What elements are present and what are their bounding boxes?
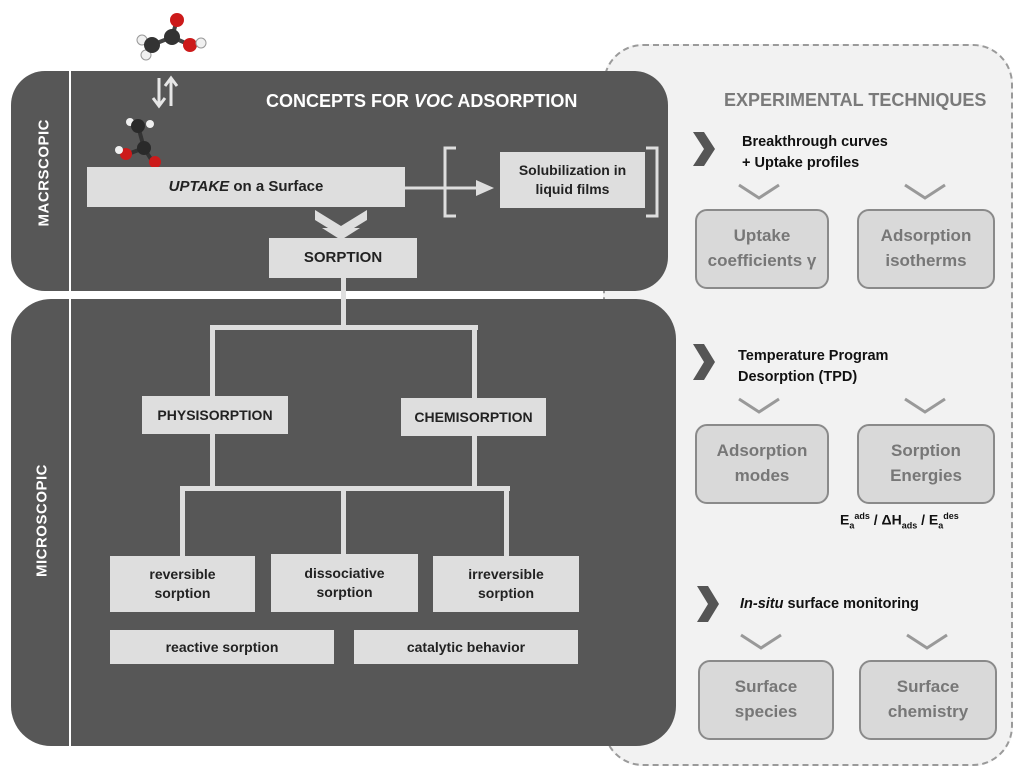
adsorbed-molecule-icon xyxy=(115,118,161,168)
solubilization-line2: liquid films xyxy=(535,181,610,197)
uptake-coefficients-box: Uptake coefficients γ xyxy=(695,209,829,289)
eq-sub: a xyxy=(938,520,944,531)
uptake-coefficients-line1: Uptake xyxy=(733,226,791,246)
adsorption-modes-line2: modes xyxy=(734,466,790,485)
uptake-coefficients-line2: coefficients γ xyxy=(707,251,817,270)
technique-breakthrough-line1: Breakthrough curves xyxy=(742,134,888,150)
uptake-box: UPTAKE on a Surface xyxy=(87,167,405,207)
eq-sub: a xyxy=(849,520,855,531)
connector-line xyxy=(210,325,215,399)
double-chevron-down-icon xyxy=(315,210,367,240)
chevron-down-icon xyxy=(738,183,780,200)
energy-equation: Eaads / ΔHads / Eades xyxy=(840,511,959,530)
reversible-line1: reversible xyxy=(149,566,216,583)
chevron-down-icon xyxy=(738,397,780,414)
reversible-line2: sorption xyxy=(154,585,211,601)
reactive-sorption-box: reactive sorption xyxy=(110,630,334,664)
concepts-title-prefix: CONCEPTS FOR xyxy=(266,91,415,111)
eq-sup: ads xyxy=(854,511,870,521)
eq-delta-h: ΔH xyxy=(881,511,902,528)
surface-chemistry-line1: Surface xyxy=(896,677,960,697)
connector-line xyxy=(210,434,215,489)
technique-insitu-italic: In-situ xyxy=(740,596,784,612)
connector-line xyxy=(504,486,509,558)
irreversible-sorption-box: irreversible sorption xyxy=(433,556,579,612)
sorption-energies-line2: Energies xyxy=(890,466,962,485)
catalytic-behavior-box: catalytic behavior xyxy=(354,630,578,664)
eq-ea-des: E xyxy=(928,511,939,528)
surface-chemistry-line2: chemistry xyxy=(887,702,969,721)
technique-breakthrough-label: Breakthrough curves + Uptake profiles xyxy=(742,132,888,174)
connector-line xyxy=(472,325,477,399)
connector-line xyxy=(341,486,346,556)
arrow-right-icon xyxy=(404,180,494,196)
microscopic-label: MICROSCOPIC xyxy=(33,464,51,578)
sorption-box: SORPTION xyxy=(269,238,417,278)
dissociative-line2: sorption xyxy=(316,584,373,600)
surface-species-line2: species xyxy=(734,702,798,721)
connector-line xyxy=(180,486,185,558)
exchange-arrows-icon xyxy=(151,75,179,109)
surface-species-line1: Surface xyxy=(734,677,798,697)
connector-line xyxy=(210,325,478,330)
eq-separator: / xyxy=(869,511,882,528)
bracket-left-icon xyxy=(443,146,456,218)
connector-line xyxy=(341,278,346,328)
eq-ea-ads: E xyxy=(840,511,850,528)
sorption-energies-line1: Sorption xyxy=(891,441,961,461)
acetic-acid-molecule-icon xyxy=(136,13,207,61)
chevron-down-icon xyxy=(904,183,946,200)
surface-species-box: Surface species xyxy=(698,660,834,740)
sorption-energies-box: Sorption Energies xyxy=(857,424,995,504)
physisorption-box: PHYSISORPTION xyxy=(142,396,288,434)
bracket-right-icon xyxy=(646,146,659,218)
eq-sup: des xyxy=(943,511,959,521)
solubilization-box: Solubilization in liquid films xyxy=(500,152,645,208)
chevron-down-icon xyxy=(904,397,946,414)
adsorption-modes-box: Adsorption modes xyxy=(695,424,829,504)
connector-line xyxy=(472,436,477,489)
irreversible-line1: irreversible xyxy=(468,566,544,583)
adsorption-isotherms-line2: isotherms xyxy=(885,251,967,270)
adsorption-isotherms-box: Adsorption isotherms xyxy=(857,209,995,289)
adsorption-isotherms-line1: Adsorption xyxy=(880,226,972,246)
concepts-title-italic: VOC xyxy=(414,91,454,111)
macroscopic-label: MACRSCOPIC xyxy=(35,118,53,227)
technique-insitu-rest: surface monitoring xyxy=(783,596,919,612)
uptake-rest: on a Surface xyxy=(229,177,324,195)
chevron-right-icon xyxy=(697,586,719,622)
eq-sub: ads xyxy=(901,520,918,531)
concepts-title-suffix: ADSORPTION xyxy=(453,91,578,111)
adsorption-modes-line1: Adsorption xyxy=(716,441,808,461)
chemisorption-box: CHEMISORPTION xyxy=(401,398,546,436)
solubilization-line1: Solubilization in xyxy=(518,162,627,179)
technique-tpd-label: Temperature Program Desorption (TPD) xyxy=(738,346,888,388)
chevron-right-icon xyxy=(693,132,715,166)
chevron-right-icon xyxy=(693,344,715,380)
dissociative-line1: dissociative xyxy=(304,565,385,582)
technique-tpd-line2: Desorption (TPD) xyxy=(738,369,858,385)
technique-insitu-label: In-situ surface monitoring xyxy=(740,596,919,612)
irreversible-line2: sorption xyxy=(478,585,534,601)
concepts-title: CONCEPTS FOR VOC ADSORPTION xyxy=(266,91,577,112)
eq-separator: / xyxy=(917,511,929,528)
techniques-title: EXPERIMENTAL TECHNIQUES xyxy=(724,90,987,110)
dissociative-sorption-box: dissociative sorption xyxy=(271,554,418,612)
technique-tpd-line1: Temperature Program xyxy=(738,348,889,364)
surface-chemistry-box: Surface chemistry xyxy=(859,660,997,740)
reversible-sorption-box: reversible sorption xyxy=(110,556,255,612)
divider-line xyxy=(69,71,71,766)
technique-breakthrough-line2: + Uptake profiles xyxy=(742,155,860,171)
chevron-down-icon xyxy=(740,633,782,650)
chevron-down-icon xyxy=(906,633,948,650)
uptake-italic: UPTAKE xyxy=(168,177,230,195)
